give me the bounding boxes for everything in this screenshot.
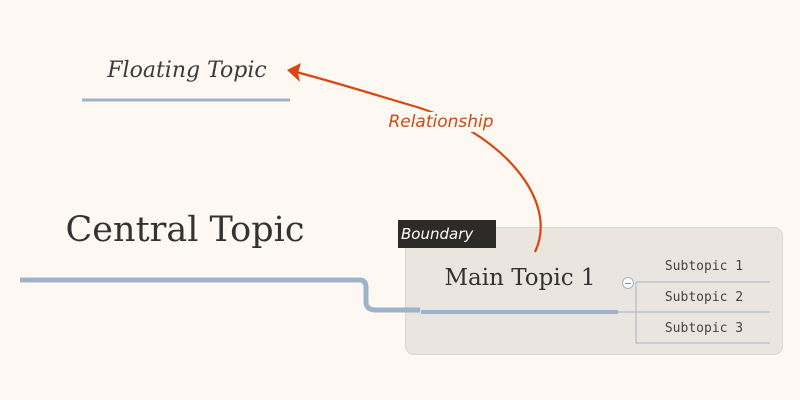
boundary-region[interactable] [405,227,783,355]
main-topic-1[interactable]: Main Topic 1 [444,265,596,291]
subtopic-3[interactable]: Subtopic 3 [664,321,744,336]
minus-circle-icon[interactable] [622,277,634,289]
central-topic[interactable]: Central Topic [65,210,305,250]
subtopic-1[interactable]: Subtopic 1 [664,259,744,274]
central-to-main-branch [352,277,420,313]
floating-topic[interactable]: Floating Topic [107,58,267,83]
relationship-arrowhead-icon [287,63,301,82]
boundary-label[interactable]: Boundary [398,220,496,248]
subtopic-2[interactable]: Subtopic 2 [664,290,744,305]
relationship-label[interactable]: Relationship [376,112,506,132]
